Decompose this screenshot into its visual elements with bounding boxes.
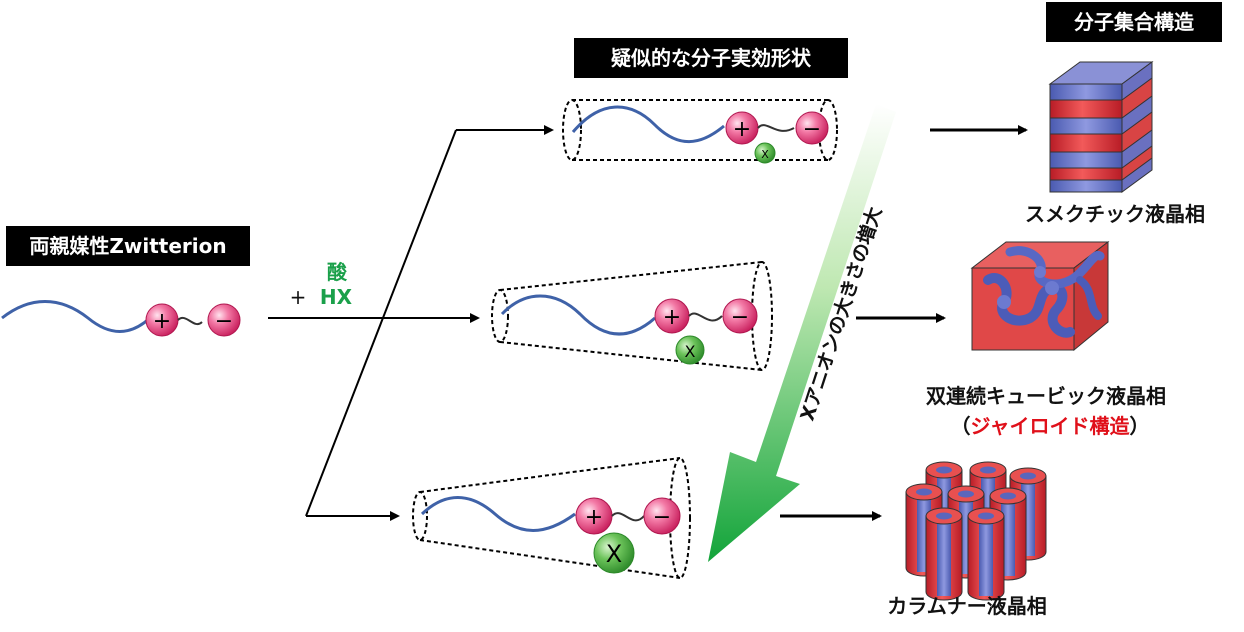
counter-anion-symbol: X — [761, 148, 769, 161]
hx-label: HX — [319, 285, 353, 309]
gyroid-structure-label: （ジャイロイド構造） — [930, 410, 1170, 439]
branch-line — [305, 129, 457, 517]
column-core-top — [916, 488, 932, 496]
layer-blue — [1049, 179, 1123, 193]
hydrophobic-chain — [500, 294, 656, 336]
anion-symbol: − — [215, 309, 233, 334]
layer-red — [1049, 99, 1123, 119]
smectic-phase-label: スメクチック液晶相 — [1025, 202, 1205, 226]
column-core-top — [980, 466, 996, 474]
spacer-wire — [611, 512, 645, 522]
assembly-structure-label: 分子集合構造 — [1046, 2, 1222, 42]
gyroid-channel — [1076, 276, 1102, 320]
hydrophobic-chain — [1, 300, 152, 333]
layer-red — [1049, 133, 1123, 153]
amphiphilic-zwitterion-label: 両親媒性Zwitterion — [6, 226, 250, 266]
layer-blue — [1049, 117, 1123, 135]
layer-blue — [1049, 83, 1123, 101]
hydrophobic-chain — [571, 105, 725, 144]
anion-sphere — [207, 303, 241, 337]
column-core-top — [1020, 472, 1036, 480]
column-core-top — [936, 512, 952, 520]
effective-shape-label: 疑似的な分子実効形状 — [574, 38, 848, 78]
gyroid-paren-close: ） — [1129, 414, 1150, 438]
column-core-top — [958, 490, 974, 498]
cone-right-cap — [669, 457, 691, 579]
cone-molecule: + − X — [491, 261, 773, 371]
gyroid-node — [1045, 281, 1059, 295]
hydrophobic-chain — [420, 496, 576, 532]
gyroid-node — [1034, 266, 1046, 278]
spacer-wire — [757, 124, 795, 132]
gyroid-paren-open: （ — [950, 414, 971, 438]
columnar-phase-label: カラムナー液晶相 — [887, 594, 1047, 618]
side-stripe — [1121, 145, 1153, 181]
cylinder-molecule: + − X — [562, 99, 838, 164]
zwitterion-molecule: + − — [1, 300, 241, 337]
gyroid-structure-text: ジャイロイド構造 — [970, 414, 1130, 438]
column-core-top — [1000, 492, 1016, 500]
anion-symbol: − — [731, 305, 749, 330]
column-core-top — [978, 512, 994, 520]
spacer-wire — [177, 317, 203, 325]
columnar-phase-bundle — [905, 461, 1047, 601]
side-stripe — [1121, 77, 1153, 119]
cone-outline — [499, 261, 763, 371]
anion-symbol: − — [653, 505, 671, 530]
acid-label: 酸 — [327, 260, 347, 284]
anion-sphere — [722, 298, 758, 334]
smectic-phase-cube — [1048, 61, 1154, 193]
cation-symbol: + — [585, 505, 603, 530]
cone-left-cap — [412, 491, 428, 541]
cation-symbol: + — [663, 305, 681, 330]
anion-size-gradient-arrow — [708, 104, 896, 562]
counter-anion-sphere — [675, 335, 705, 365]
gyroid-node — [997, 295, 1011, 309]
anion-sphere — [795, 111, 829, 145]
cone-left-cap — [491, 289, 509, 343]
counter-anion-symbol: X — [685, 342, 696, 361]
counter-anion-symbol: X — [606, 540, 622, 568]
counter-anion-sphere — [754, 142, 776, 164]
anion-sphere — [643, 497, 681, 535]
anion-symbol: − — [803, 117, 821, 142]
cylinder-left-cap — [562, 99, 582, 161]
layer-blue — [1049, 151, 1123, 169]
cation-symbol: + — [153, 309, 171, 334]
column-core — [937, 516, 951, 596]
column-core — [979, 516, 993, 596]
bicontinuous-cubic-phase-label: 双連続キュービック液晶相 — [926, 384, 1166, 408]
cation-symbol: + — [733, 117, 751, 142]
cone-outline — [419, 457, 681, 579]
wide-cone-molecule: + − X — [412, 457, 691, 579]
reaction-arrows — [268, 125, 554, 521]
plus-sign: + — [289, 285, 307, 309]
counter-anion-sphere — [593, 532, 635, 574]
side-stripe — [1121, 111, 1153, 153]
gyroid-phase-cube — [970, 240, 1110, 352]
layer-red — [1049, 167, 1123, 181]
spacer-wire — [688, 312, 723, 322]
cylinder-outline — [572, 99, 828, 161]
column-core-top — [936, 466, 952, 474]
gradient-arrow-shape — [708, 104, 896, 562]
